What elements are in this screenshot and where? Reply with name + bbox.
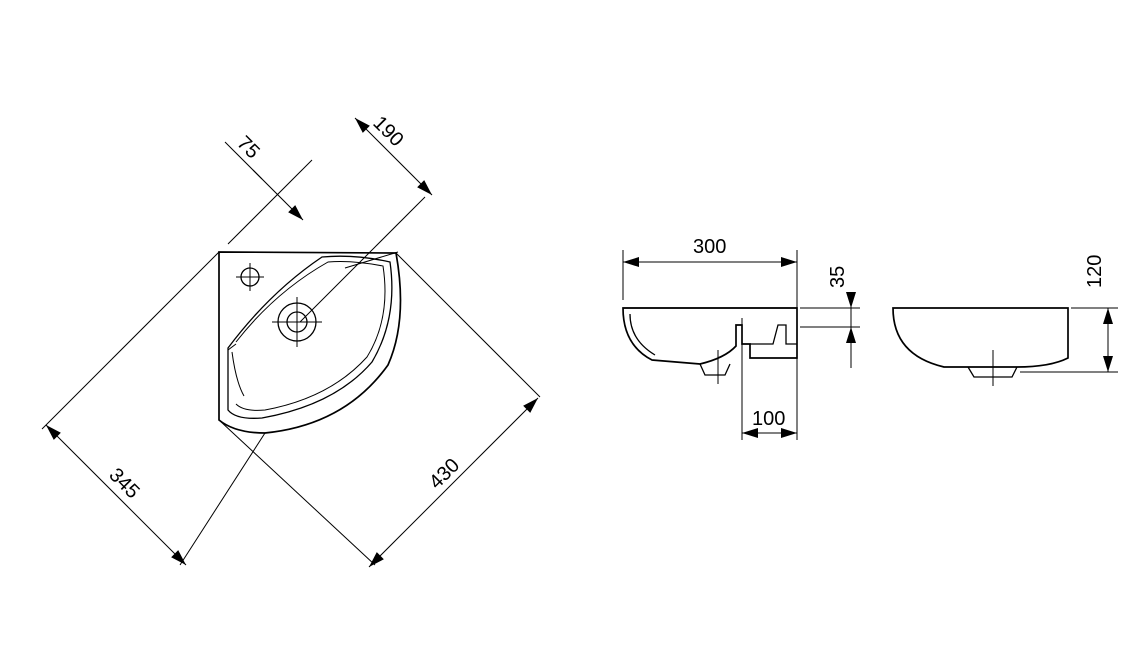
dim-drain-offset-label: 100 [752, 408, 785, 430]
front-view: 300 100 [622, 236, 798, 440]
dim-height: 120 [1084, 255, 1113, 372]
basin-outline [218, 251, 402, 434]
drain-symbol [272, 297, 322, 347]
dim-front-depth-label: 190 [368, 112, 407, 151]
top-view: 75 190 345 430 [41, 112, 542, 571]
dim-diagonal-width: 430 [365, 394, 542, 571]
dim-tap-offset-label: 75 [232, 132, 263, 163]
dim-height-label: 120 [1084, 255, 1106, 288]
dim-drain-offset: 100 [742, 408, 797, 438]
dim-width: 300 [623, 236, 797, 267]
dim-front-depth: 190 [351, 112, 436, 199]
front-view-outline [622, 307, 798, 365]
dim-rim-height: 35 [800, 266, 860, 368]
bowl-inner-edge [227, 255, 393, 419]
dim-side-length-label: 345 [104, 464, 143, 503]
side-view: 120 [892, 255, 1118, 386]
dim-side-length: 345 [42, 421, 190, 569]
tap-hole-symbol [236, 263, 264, 291]
bowl-inner-line [235, 261, 386, 411]
dim-width-label: 300 [693, 236, 726, 258]
dim-diagonal-width-label: 430 [425, 454, 464, 493]
dim-rim-height-label: 35 [827, 266, 849, 288]
side-view-outline [892, 307, 1069, 368]
